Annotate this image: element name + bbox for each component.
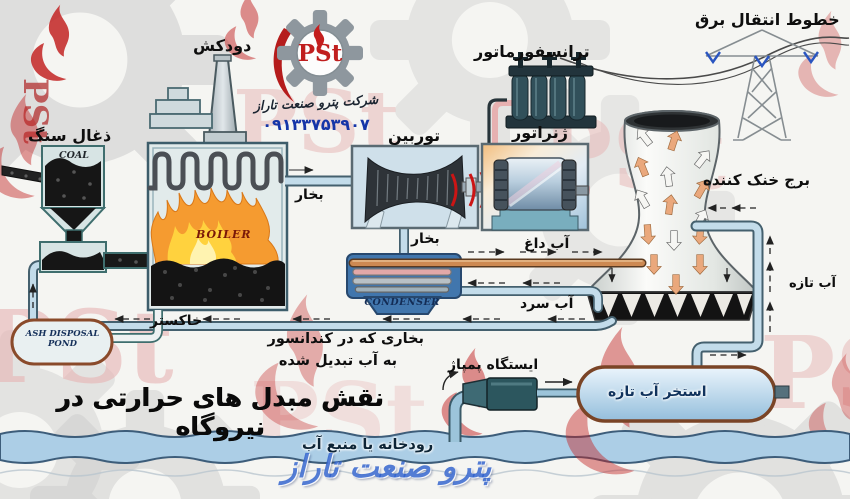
hot-water-label: آب داغ [524,236,570,252]
chimney-label: دودکش [193,36,252,55]
cold-water-label: آب سرد [520,296,574,312]
ash-pond-tag-line1: ASH DISPOSAL [25,329,100,339]
ash-chute [110,310,163,343]
pump-station-label: ایستگاه پمپاژ [448,357,539,373]
insulators [705,51,819,69]
logo-flame-icon [313,24,325,49]
air-flow-arrows [608,123,731,295]
steam-label-boiler: بخار [295,187,324,203]
condenser-tag: CONDENSER [364,297,440,308]
ash-pond [10,318,114,366]
cooling-tower-basin [586,291,758,321]
transformer-bushings [513,52,586,68]
logo-phone: ۰۹۱۳۳۷۵۳۹۰۷ [262,115,370,134]
transformer-coils [511,73,586,121]
cooling-tower-label: برج خنک کننده [703,171,810,189]
boiler-flames [150,187,279,265]
generator-end-caps [493,159,577,211]
brand-watermark-text: پترو صنعت تاراز [282,449,492,485]
turbine [350,144,489,230]
transformer [487,52,597,149]
coal-hopper [39,145,153,273]
boiler-tag: BOILER [196,228,252,241]
cooling-tower-opening-inner [634,114,710,128]
ash-pond-tag-line2: POND [48,338,77,349]
condenser-tubes [352,268,452,293]
coal-tag: COAL [59,150,89,161]
transmission-tower [705,29,819,141]
ash-label: خاکستر [150,313,203,329]
river-ripple [0,469,850,477]
page-title: نقش مبدل های حرارتی در نیروگاه [56,383,384,441]
hot-water-pipe [348,258,647,268]
river-band [0,430,850,464]
power-lines-label: خطوط انتقال برق [695,10,840,29]
fresh-water-pipe [690,220,764,378]
boiler-coil [147,151,284,191]
river-label: رودخانه یا منبع آب [302,437,434,453]
pool-outlet-stub [774,385,790,399]
condensate-note-line1: بخاری که در کندانسور [267,331,424,347]
turbine-label: توربین [388,126,441,145]
cooling-tower [584,110,760,321]
flow-arrows [29,166,774,391]
boiler-coal-bed [151,258,285,306]
boiler [146,141,289,312]
river [0,430,850,477]
generator-transformer-cable-glow [492,100,512,149]
pump-station [448,377,580,442]
turbine-blades [364,154,466,224]
generator [480,142,590,232]
logo-gear [273,10,363,102]
fresh-pool-label: استخر آب تازه [608,384,707,400]
pump-nozzle [462,378,489,409]
fresh-water-label: آب تازه [789,276,836,291]
logo-abbr: PSt [297,40,343,67]
ash-pond-tag: ASH DISPOSAL POND [20,329,105,350]
cold-water-pipe [435,286,603,313]
transformer-label: ترانسفورماتور [474,42,590,61]
fresh-water-pool [576,365,790,423]
coal-chute [103,252,153,269]
steam-label-turbine: بخار [411,231,440,247]
generator-label: ژنراتور [512,123,568,142]
condensate-note-line2: به آب تبدیل شده [278,353,398,369]
generator-transformer-cable [487,98,507,146]
coal-label: ذغال سنگ [28,126,112,145]
